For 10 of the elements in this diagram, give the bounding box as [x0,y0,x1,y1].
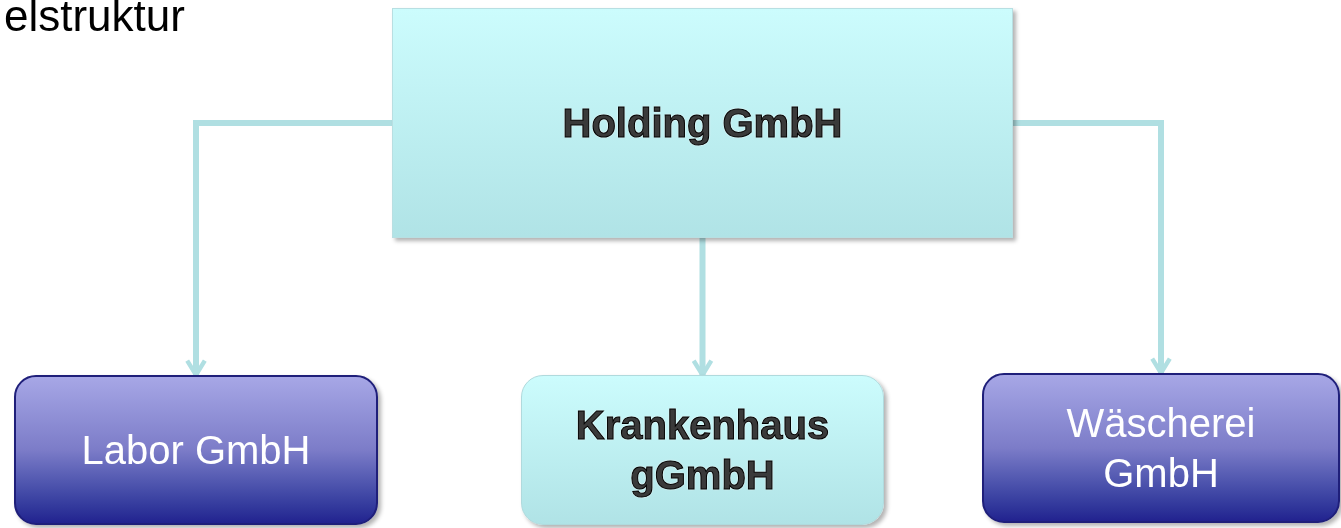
org-box [14,375,378,525]
company-name: Holding GmbH [562,100,843,147]
org-box [392,8,1013,238]
org-box [982,373,1340,523]
connector-arrow [185,120,392,378]
company-name: Krankenhaus gGmbH [574,402,831,499]
company-name: Wäscherei GmbH [1065,400,1257,497]
org-box [521,375,884,525]
connector-arrow [1013,120,1172,376]
company-name: Labor GmbH [81,427,311,474]
